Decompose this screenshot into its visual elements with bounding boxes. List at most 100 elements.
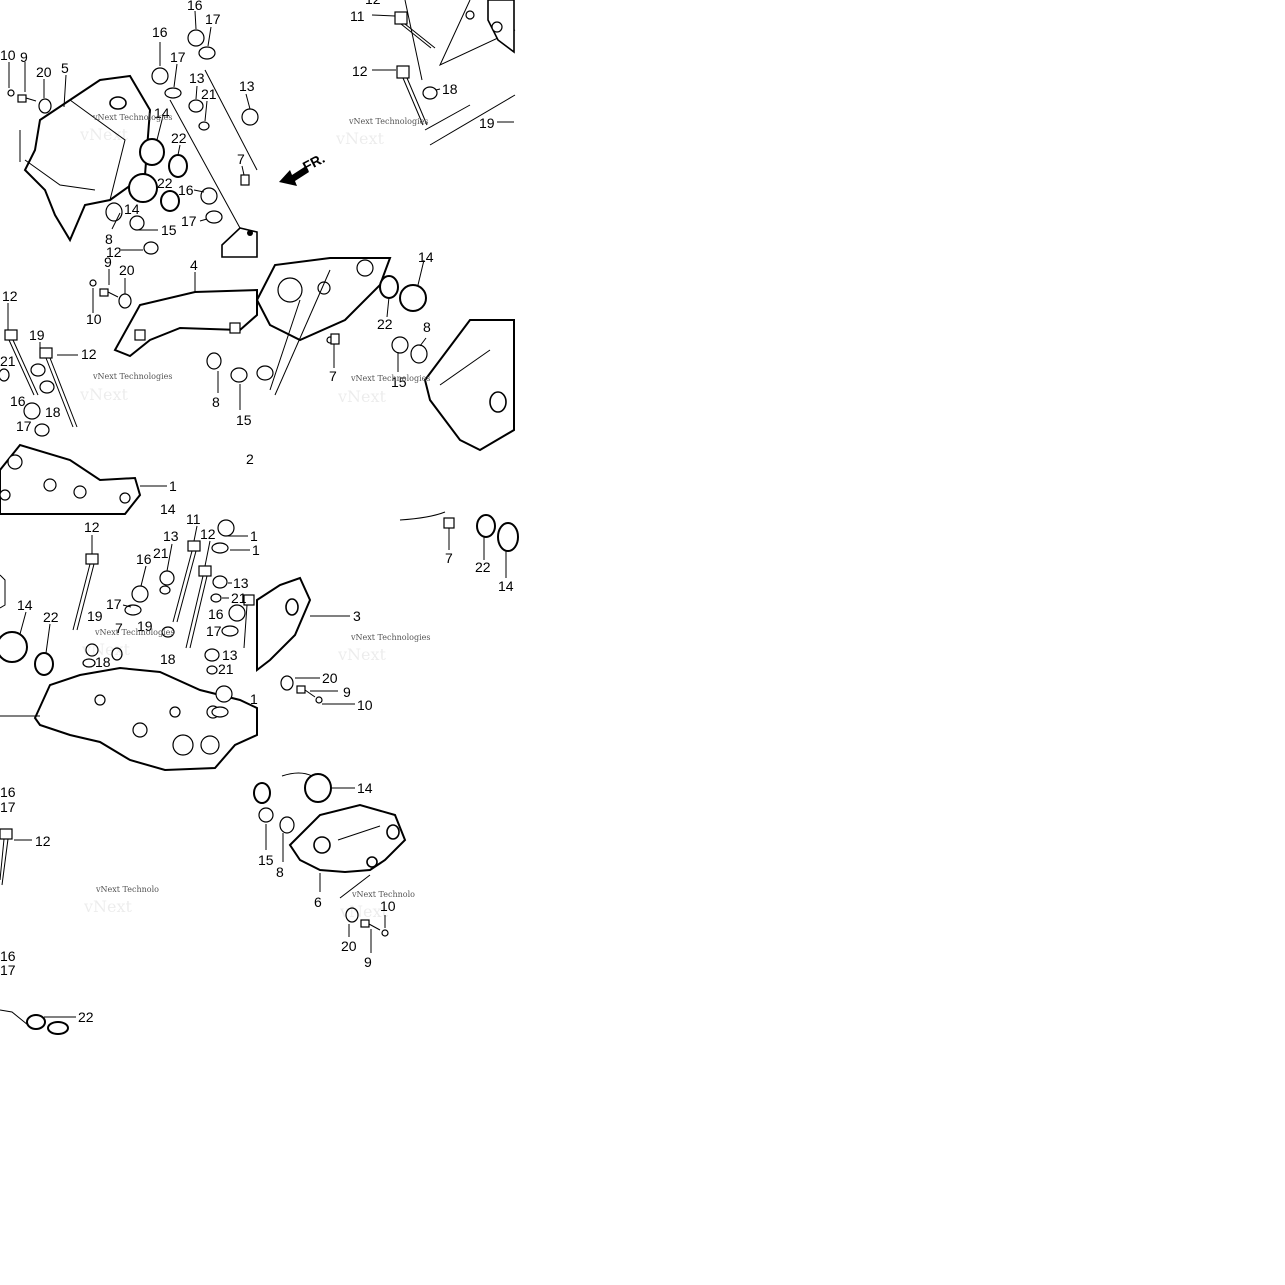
callout-1: 1	[169, 478, 177, 494]
watermark-ghost: vNext	[337, 645, 387, 664]
cover-part-4	[113, 288, 258, 358]
watermark: vNext Technologies	[350, 374, 430, 383]
callout-8: 8	[423, 319, 431, 335]
callout-11: 11	[186, 511, 201, 527]
callout-12: 12	[81, 346, 97, 362]
cylinder-head-1	[0, 443, 142, 515]
watermark: vNext Technologies	[350, 633, 430, 642]
callout-16: 16	[0, 948, 16, 964]
callout-7: 7	[445, 550, 453, 566]
callout-6: 6	[314, 894, 322, 910]
callout-12: 12	[106, 244, 122, 260]
watermark: vNext Technologies	[348, 117, 428, 126]
callout-1: 1	[252, 542, 260, 558]
callout-22: 22	[43, 609, 59, 625]
callout-12: 12	[365, 0, 381, 7]
callout-19: 19	[29, 327, 45, 343]
tile-cover-5: 10 9 20 5 16 17 16 17 13 21 13 14 22 22 …	[0, 0, 259, 260]
callout-20: 20	[36, 64, 52, 80]
callout-21: 21	[218, 661, 234, 677]
cylinder-head-main	[33, 666, 258, 772]
callout-16: 16	[0, 784, 16, 800]
callout-7: 7	[115, 620, 123, 636]
callout-13: 13	[233, 575, 249, 591]
watermark-ghost: vNext	[81, 640, 131, 659]
watermark: vNext Technologies	[92, 113, 172, 122]
callout-12: 12	[200, 526, 216, 542]
callout-20: 20	[322, 670, 338, 686]
tile-cover-3: 3 20 9 10 7 22 14 vNext Technologies vNe…	[256, 511, 519, 713]
watermark: vNext Technolo	[95, 885, 159, 894]
callout-17: 17	[0, 799, 16, 815]
callout-22: 22	[475, 559, 491, 575]
front-arrow-icon	[279, 166, 309, 186]
tile-head-cover: 14 22 8 7 15 vNext Technologies vNext	[255, 249, 515, 452]
callout-10: 10	[380, 898, 396, 914]
callout-14: 14	[418, 249, 434, 265]
callout-16: 16	[178, 182, 194, 198]
callout-14: 14	[154, 105, 170, 121]
watermark: vNext Technologies	[94, 628, 174, 637]
callout-15: 15	[258, 852, 274, 868]
callout-18: 18	[160, 651, 176, 667]
callout-17: 17	[181, 213, 197, 229]
tile-bolt-12: 16 17 12 16 17 22 vNext Technolo vNext	[0, 784, 159, 1035]
callout-21: 21	[0, 353, 16, 369]
callout-18: 18	[95, 654, 111, 670]
callout-13: 13	[163, 528, 179, 544]
callout-9: 9	[20, 49, 28, 65]
callout-17: 17	[16, 418, 32, 434]
watermark: vNext Technolo	[351, 890, 415, 899]
callout-20: 20	[119, 262, 135, 278]
callout-19: 19	[137, 618, 153, 634]
callout-9: 9	[364, 954, 372, 970]
callout-9: 9	[343, 684, 351, 700]
callout-16: 16	[152, 24, 168, 40]
callout-3: 3	[353, 608, 361, 624]
callout-17: 17	[205, 11, 221, 27]
callout-22: 22	[78, 1009, 94, 1025]
callout-17: 17	[170, 49, 186, 65]
callout-16: 16	[10, 393, 26, 409]
callout-16: 16	[136, 551, 152, 567]
callout-8: 8	[276, 864, 284, 880]
callout-13: 13	[222, 647, 238, 663]
tile-bolts-front: FR. 11 12 12 18 19 vNext Technologies vN…	[279, 0, 516, 186]
tile-cover-6: 14 15 8 6 10 20 9 vNext Technolo vNext	[253, 772, 415, 970]
callout-1: 1	[250, 691, 258, 707]
callout-7: 7	[329, 368, 337, 384]
watermark-ghost: vNext	[339, 902, 389, 921]
callout-14: 14	[17, 597, 33, 613]
callout-5: 5	[61, 60, 69, 76]
callout-15: 15	[161, 222, 177, 238]
cover-part-5	[23, 74, 152, 243]
callout-17: 17	[0, 962, 16, 978]
callout-2: 2	[246, 451, 254, 467]
callout-17: 17	[106, 596, 122, 612]
callout-21: 21	[201, 86, 217, 102]
callout-22: 22	[377, 316, 393, 332]
callout-16: 16	[208, 606, 224, 622]
callout-15: 15	[236, 412, 252, 428]
callout-19: 19	[479, 115, 495, 131]
callout-21: 21	[231, 590, 247, 606]
tile-cover-4: 12 21 19 12 16 18 17 9 20 10 4 8 15 2 1 …	[0, 254, 274, 517]
callout-12: 12	[352, 63, 368, 79]
callout-8: 8	[105, 231, 113, 247]
callout-9: 9	[104, 254, 112, 270]
callout-15: 15	[391, 374, 407, 390]
callout-10: 10	[357, 697, 373, 713]
callout-13: 13	[189, 70, 205, 86]
callout-22: 22	[157, 175, 173, 191]
callout-20: 20	[341, 938, 357, 954]
callout-10: 10	[0, 47, 16, 63]
callout-18: 18	[442, 81, 458, 97]
callout-4: 4	[190, 257, 198, 273]
callout-14: 14	[498, 578, 514, 594]
callout-22: 22	[171, 130, 187, 146]
callout-17: 17	[206, 623, 222, 639]
callout-8: 8	[212, 394, 220, 410]
callout-19: 19	[87, 608, 103, 624]
tile-cylinder-head: 12 11 12 13 21 16 1 1 13 21 16 17 13 21 …	[0, 511, 260, 772]
